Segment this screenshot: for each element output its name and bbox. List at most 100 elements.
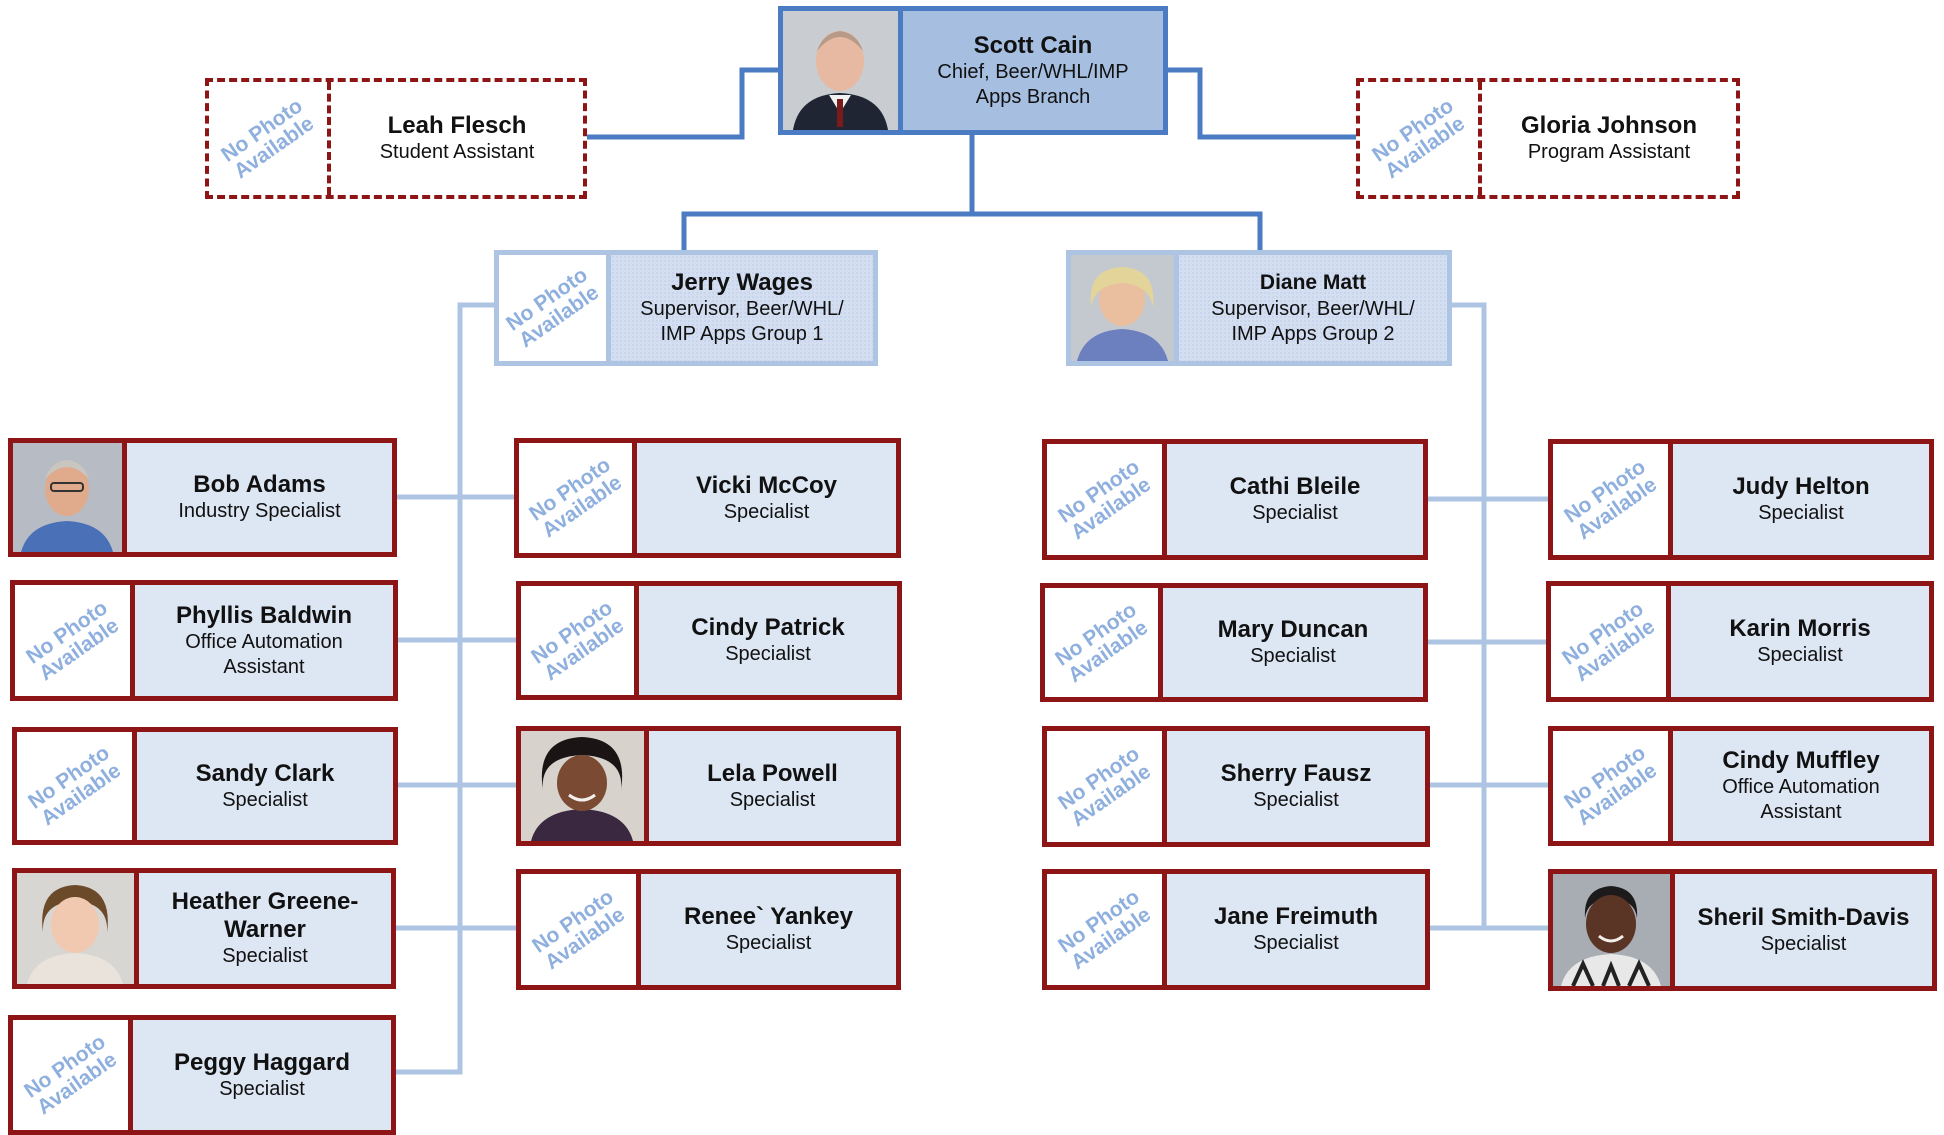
staff-name: Peggy Haggard [173, 1048, 351, 1076]
staff-title: Specialist [222, 945, 308, 967]
staff-name: Sherry Fausz [1220, 760, 1372, 787]
staff-title: Specialist [729, 788, 816, 811]
assistant-left-info: Leah Flesch Student Assistant [331, 82, 583, 195]
staff-info: Karin Morris Specialist [1671, 586, 1929, 697]
staff-info: Sheril Smith-Davis Specialist [1675, 874, 1932, 986]
staff-info: Heather Greene- Warner Specialist [139, 873, 391, 984]
connector-group2-spine [1450, 302, 1487, 928]
staff-info: Cindy Muffley Office Automation Assistan… [1673, 731, 1929, 841]
assistant-left-title: Student Assistant [379, 141, 535, 163]
staff-title: Specialist [1758, 502, 1844, 524]
staff-info: Judy Helton Specialist [1673, 444, 1929, 555]
staff-name: Mary Duncan [1217, 616, 1369, 643]
staff-info: Peggy Haggard Specialist [133, 1020, 391, 1130]
staff-title: Specialist [1253, 932, 1339, 954]
staff-name: Phyllis Baldwin [175, 601, 353, 629]
staff-name: Judy Helton [1732, 473, 1870, 500]
staff-title-line2: Assistant [1760, 801, 1842, 823]
staff-card-group1-outer-4: Heather Greene- Warner Specialist [12, 868, 396, 989]
staff-title: Specialist [222, 788, 308, 811]
chief-card: Scott Cain Chief, Beer/WHL/IMP Apps Bran… [778, 6, 1168, 135]
staff-title: Office Automation [1722, 776, 1880, 798]
assistant-right-title: Program Assistant [1527, 141, 1691, 163]
staff-title: Specialist [219, 1077, 305, 1100]
assistant-right-info: Gloria Johnson Program Assistant [1482, 82, 1736, 195]
person-photo-icon [13, 443, 122, 552]
staff-name: Cindy Muffley [1722, 747, 1880, 774]
chief-title-line1: Chief, Beer/WHL/IMP [937, 60, 1129, 83]
connector-supervisor-bar [681, 211, 1263, 250]
staff-info: Jane Freimuth Specialist [1167, 874, 1425, 985]
staff-photo [1553, 874, 1675, 986]
staff-name: Jane Freimuth [1213, 903, 1379, 930]
staff-card-group1-outer-1: Bob Adams Industry Specialist [8, 438, 397, 557]
assistant-right-name: Gloria Johnson [1520, 112, 1697, 139]
staff-info: Cathi Bleile Specialist [1167, 444, 1423, 555]
staff-info: Mary Duncan Specialist [1163, 588, 1423, 697]
staff-info: Sherry Fausz Specialist [1167, 731, 1425, 842]
staff-title: Specialist [1757, 644, 1843, 666]
staff-title: Specialist [723, 500, 810, 523]
supervisor-group1-title-line1: Supervisor, Beer/WHL/ [640, 298, 844, 320]
staff-card-group1-inner-3: Lela Powell Specialist [516, 726, 901, 846]
staff-title: Office Automation [185, 630, 343, 653]
staff-title: Specialist [1253, 789, 1339, 811]
connector-group1-spine [394, 302, 494, 1075]
staff-info: Sandy Clark Specialist [137, 732, 393, 840]
staff-name: Cindy Patrick [691, 614, 845, 641]
staff-info: Bob Adams Industry Specialist [127, 443, 392, 552]
staff-info: Phyllis Baldwin Office Automation Assist… [135, 585, 393, 696]
supervisor-group1-name: Jerry Wages [671, 269, 813, 296]
staff-name: Sandy Clark [195, 759, 335, 787]
staff-name: Renee` Yankey [684, 903, 853, 930]
staff-title: Specialist [1760, 932, 1847, 955]
staff-photo [17, 873, 139, 984]
staff-photo [521, 731, 649, 841]
staff-info: Renee` Yankey Specialist [641, 874, 896, 985]
staff-info: Vicki McCoy Specialist [637, 443, 896, 553]
supervisor-group2-name: Diane Matt [1259, 271, 1367, 294]
chief-title-line2: Apps Branch [975, 85, 1091, 108]
supervisor-group2-title-line2: IMP Apps Group 2 [1231, 323, 1395, 345]
chief-photo [783, 11, 903, 130]
staff-name-line2: Warner [224, 916, 306, 943]
staff-card-group2-outer-4: Sheril Smith-Davis Specialist [1548, 869, 1937, 991]
person-photo-icon [1553, 874, 1670, 986]
supervisor-group2-title-line1: Supervisor, Beer/WHL/ [1211, 298, 1415, 320]
connector-chief-right-assistant [1164, 67, 1358, 140]
